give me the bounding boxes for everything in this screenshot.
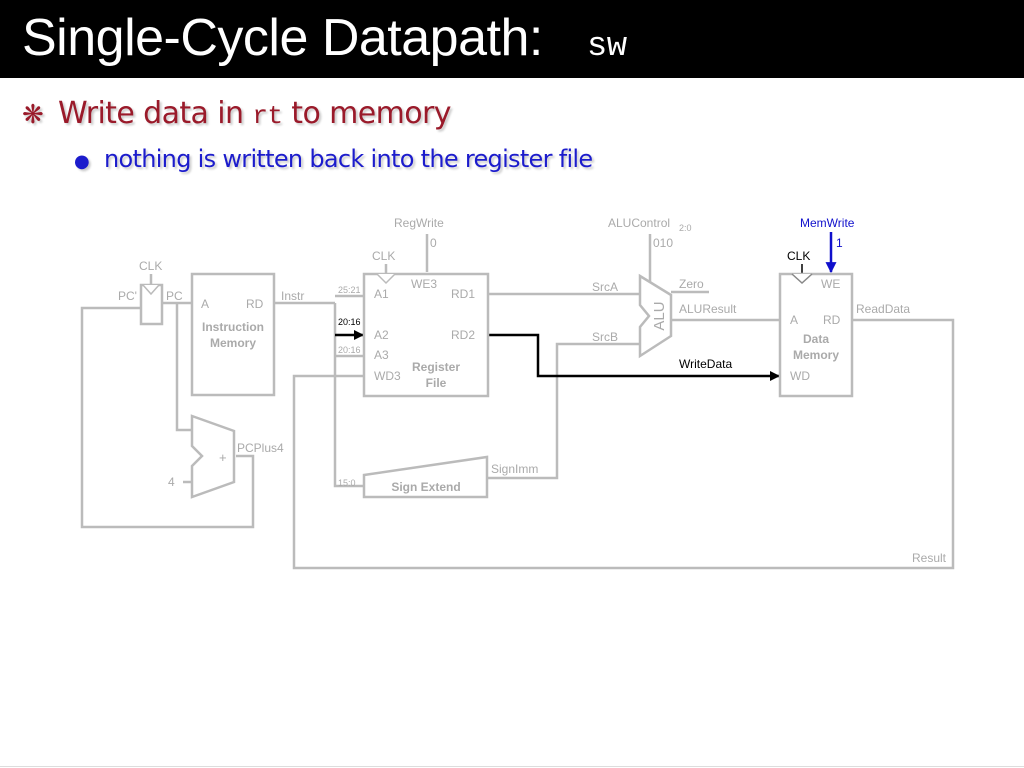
clk-triangle-rf-icon <box>376 273 396 285</box>
wire-pc-feedback <box>80 306 255 529</box>
register-file <box>362 272 490 398</box>
label-memwrite: MemWrite <box>800 216 855 230</box>
label-alucontrol-value: 010 <box>653 236 673 250</box>
label-writedata: WriteData <box>679 357 732 371</box>
label-rf-a1: A1 <box>374 287 389 301</box>
label-rf-wd3: WD3 <box>374 369 401 383</box>
dot-bullet-icon: ● <box>74 151 90 172</box>
title-bar: Single-Cycle Datapath: sw <box>0 0 1024 78</box>
label-field-rd: 20:16 <box>338 345 361 355</box>
label-field-rs: 25:21 <box>338 285 361 295</box>
label-rf-rd2: RD2 <box>451 328 475 342</box>
label-dm-we: WE <box>821 277 840 291</box>
label-rf-we3: WE3 <box>411 277 437 291</box>
slide-title-code: sw <box>586 28 627 66</box>
label-adder-plus: + <box>219 450 227 465</box>
label-instr: Instr <box>281 289 304 303</box>
bottom-rule <box>0 766 1024 767</box>
bullet-level2-text: nothing is written back into the registe… <box>104 145 593 173</box>
bullet-level1: ❋ Write data in rt to memory <box>22 94 452 136</box>
label-clk-dm: CLK <box>787 249 810 263</box>
slide-title-text: Single-Cycle Datapath: <box>22 9 543 67</box>
label-pc-prime: PC' <box>118 289 137 303</box>
label-result: Result <box>912 551 947 565</box>
label-pcplus4: PCPlus4 <box>237 441 284 455</box>
label-rf-name-2: File <box>426 376 447 390</box>
label-dm-wd: WD <box>790 369 810 383</box>
label-imem-a: A <box>201 297 209 311</box>
wire-result <box>292 318 955 570</box>
label-field-imm: 15:0 <box>338 478 356 488</box>
slide-title: Single-Cycle Datapath: sw <box>22 4 627 81</box>
label-regwrite: RegWrite <box>394 216 444 230</box>
label-rf-a3: A3 <box>374 348 389 362</box>
wire-pc-to-adder <box>175 303 192 432</box>
label-sign-extend: Sign Extend <box>391 480 460 494</box>
label-imem-name-1: Instruction <box>202 320 264 334</box>
asterisk-bullet-icon: ❋ <box>22 100 44 130</box>
label-dm-name-2: Memory <box>793 348 839 362</box>
label-dm-rd: RD <box>823 313 841 327</box>
label-aluresult: ALUResult <box>679 302 737 316</box>
label-imem-rd: RD <box>246 297 264 311</box>
label-regwrite-value: 0 <box>430 236 437 250</box>
adder-shape <box>190 414 236 499</box>
clock-triangles <box>142 273 813 296</box>
label-memwrite-value: 1 <box>836 236 843 250</box>
label-four: 4 <box>168 475 175 489</box>
label-field-rt: 20:16 <box>338 317 361 327</box>
instruction-memory <box>190 272 276 397</box>
clk-triangle-pc-icon <box>142 284 160 296</box>
active-wires <box>335 330 780 381</box>
label-alu: ALU <box>651 301 668 330</box>
wire-signimm <box>488 342 640 480</box>
label-dm-a: A <box>790 313 798 327</box>
label-rf-a2: A2 <box>374 328 389 342</box>
label-zero: Zero <box>679 277 704 291</box>
label-clk-rf: CLK <box>372 249 395 263</box>
label-readdata: ReadData <box>856 302 910 316</box>
bullet-level1-suffix: to memory <box>291 96 451 131</box>
bullet-level2: ● nothing is written back into the regist… <box>74 142 593 179</box>
bullet-level1-prefix: Write data in <box>58 96 244 131</box>
blocks <box>139 272 854 499</box>
label-rf-rd1: RD1 <box>451 287 475 301</box>
label-srca: SrcA <box>592 280 618 294</box>
label-pc: PC <box>166 289 183 303</box>
alu-shape <box>638 273 673 359</box>
label-imem-name-2: Memory <box>210 336 256 350</box>
label-rf-name-1: Register <box>412 360 460 374</box>
label-signimm: SignImm <box>491 462 538 476</box>
bullet-level1-code: rt <box>252 101 283 131</box>
label-srcb: SrcB <box>592 330 618 344</box>
wire-writedata-active <box>488 333 780 381</box>
label-alucontrol: ALUControl <box>608 216 670 230</box>
label-clk-pc: CLK <box>139 259 162 273</box>
data-memory <box>778 272 854 398</box>
label-alucontrol-sub: 2:0 <box>679 223 692 233</box>
label-dm-name-1: Data <box>803 332 829 346</box>
wire-instr-bus <box>333 303 364 488</box>
inactive-wires <box>80 234 955 570</box>
clk-triangle-dm-icon <box>791 273 813 285</box>
sign-extend-shape <box>362 455 489 499</box>
